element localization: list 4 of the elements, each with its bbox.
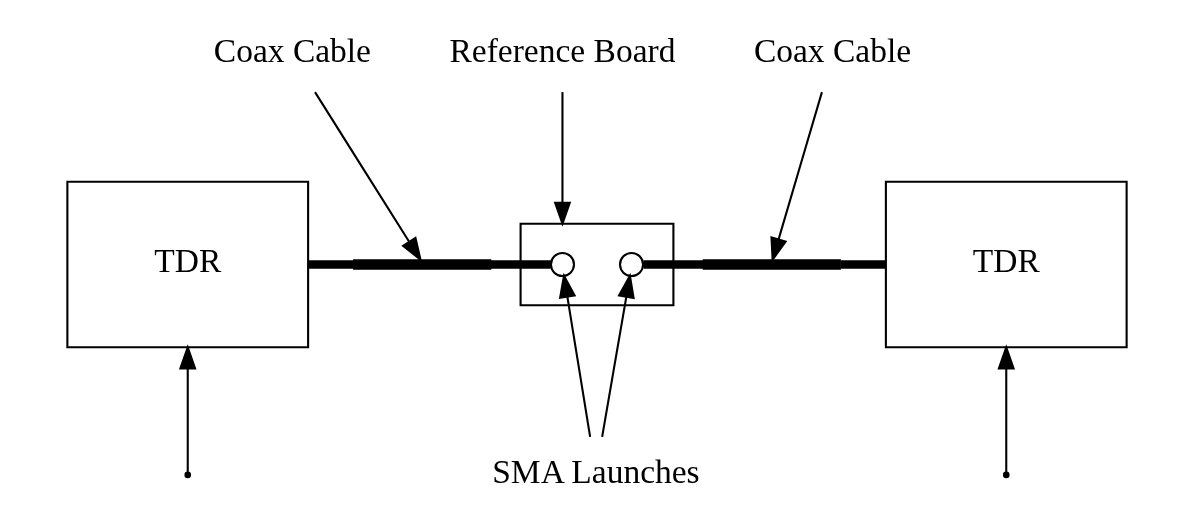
node-text: Reference Board	[449, 32, 675, 70]
node-text: SMA Launches	[491, 452, 700, 490]
node-text: Coax Cable	[213, 32, 371, 70]
node-text: Coax Cable	[753, 32, 911, 70]
